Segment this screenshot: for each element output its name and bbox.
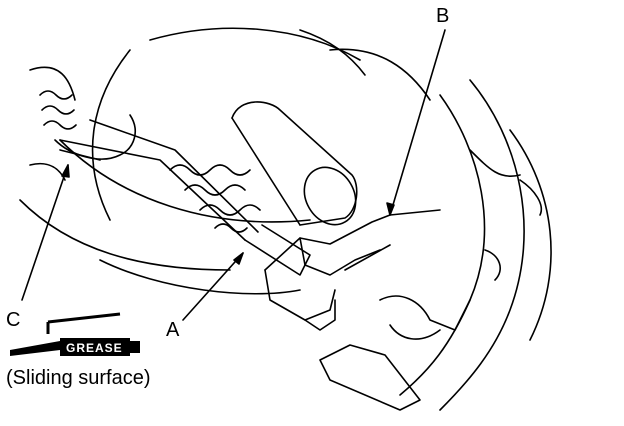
hold-down-spring (29, 66, 136, 181)
adjuster-spring (59, 119, 311, 276)
callout-label-b: B (436, 5, 449, 27)
backing-plate-outline (19, 27, 431, 295)
callout-label-a: A (166, 319, 180, 341)
grease-label: GREASE (66, 341, 123, 355)
callout-label-c: C (6, 309, 20, 331)
leader-line-a (182, 252, 244, 321)
parking-lever (264, 209, 441, 331)
grease-caption: (Sliding surface) (6, 367, 151, 389)
leader-line-b (386, 29, 446, 216)
grease-tube-icon: GREASE (10, 312, 140, 356)
brake-shoe (319, 79, 552, 411)
anchor-pin (231, 101, 358, 226)
leader-line-c (21, 164, 70, 301)
